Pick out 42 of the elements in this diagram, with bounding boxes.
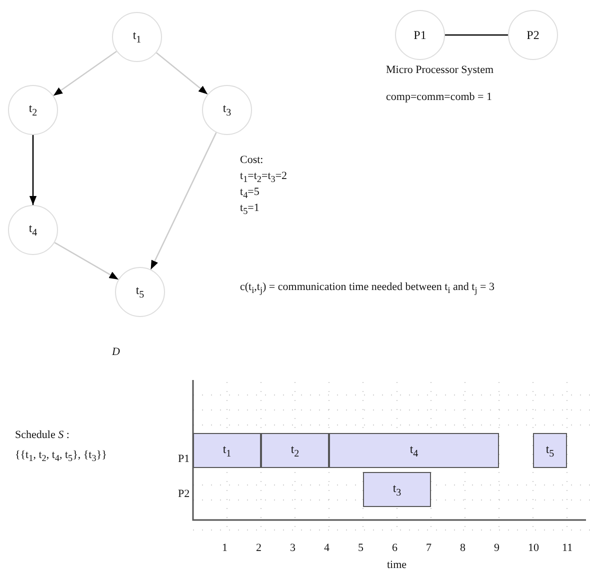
schedule-bar: t$_{5}$ [533,433,567,468]
schedule-bar: t$_{2}$ [261,433,329,468]
arrow [54,242,119,280]
cost-line: t$_{5}$=1 [240,201,260,216]
task-circle: t$_{3}$ [202,85,252,135]
schedule-heading: Schedule S : [15,428,70,443]
tick-label: 4 [324,541,330,556]
schedule-bar: t$_{3}$ [363,472,431,507]
row-label: P2 [178,487,190,502]
schedule-bar: t$_{1}$ [193,433,261,468]
tick-label: 2 [256,541,262,556]
axis-title: time [387,558,407,572]
graph-caption: D [112,345,120,360]
processor-circle: P1 [395,10,445,60]
task-circle: t$_{4}$ [8,205,58,255]
schedule-set: {{t$_{1}$, t$_{2}$, t$_{4}$, t$_{5}$}, {t$_{3}$}} [15,448,107,463]
system-caption: Micro Processor System [386,63,494,78]
row-label: P1 [178,452,190,467]
connector-line [445,34,508,36]
processor-circle: P2 [508,10,558,60]
schedule-bar: t$_{4}$ [329,433,499,468]
tick-label: 7 [426,541,432,556]
tick-label: 1 [222,541,228,556]
communication-note: c(t$_{i}$,t$_{j}$) = communication time needed between t$_{i}$ and t$_{j}$ = 3 [240,280,494,295]
tick-label: 3 [290,541,296,556]
arrow [53,50,117,96]
tick-label: 6 [392,541,398,556]
arrow [156,52,208,95]
arrow [150,132,217,270]
cost-line: t$_{4}$=5 [240,185,260,200]
tick-label: 8 [460,541,466,556]
task-circle: t$_{1}$ [112,12,162,62]
cost-heading: Cost: [240,153,264,168]
tick-label: 5 [358,541,364,556]
tick-label: 10 [528,541,539,556]
tick-label: 9 [494,541,500,556]
arrow [29,135,37,205]
cost-line: t$_{1}$=t$_{2}$=t$_{3}$=2 [240,169,288,184]
task-circle: t$_{5}$ [115,267,165,317]
task-circle: t$_{2}$ [8,85,58,135]
tick-label: 11 [562,541,573,556]
system-formula: comp=comm=comb = 1 [386,90,492,105]
